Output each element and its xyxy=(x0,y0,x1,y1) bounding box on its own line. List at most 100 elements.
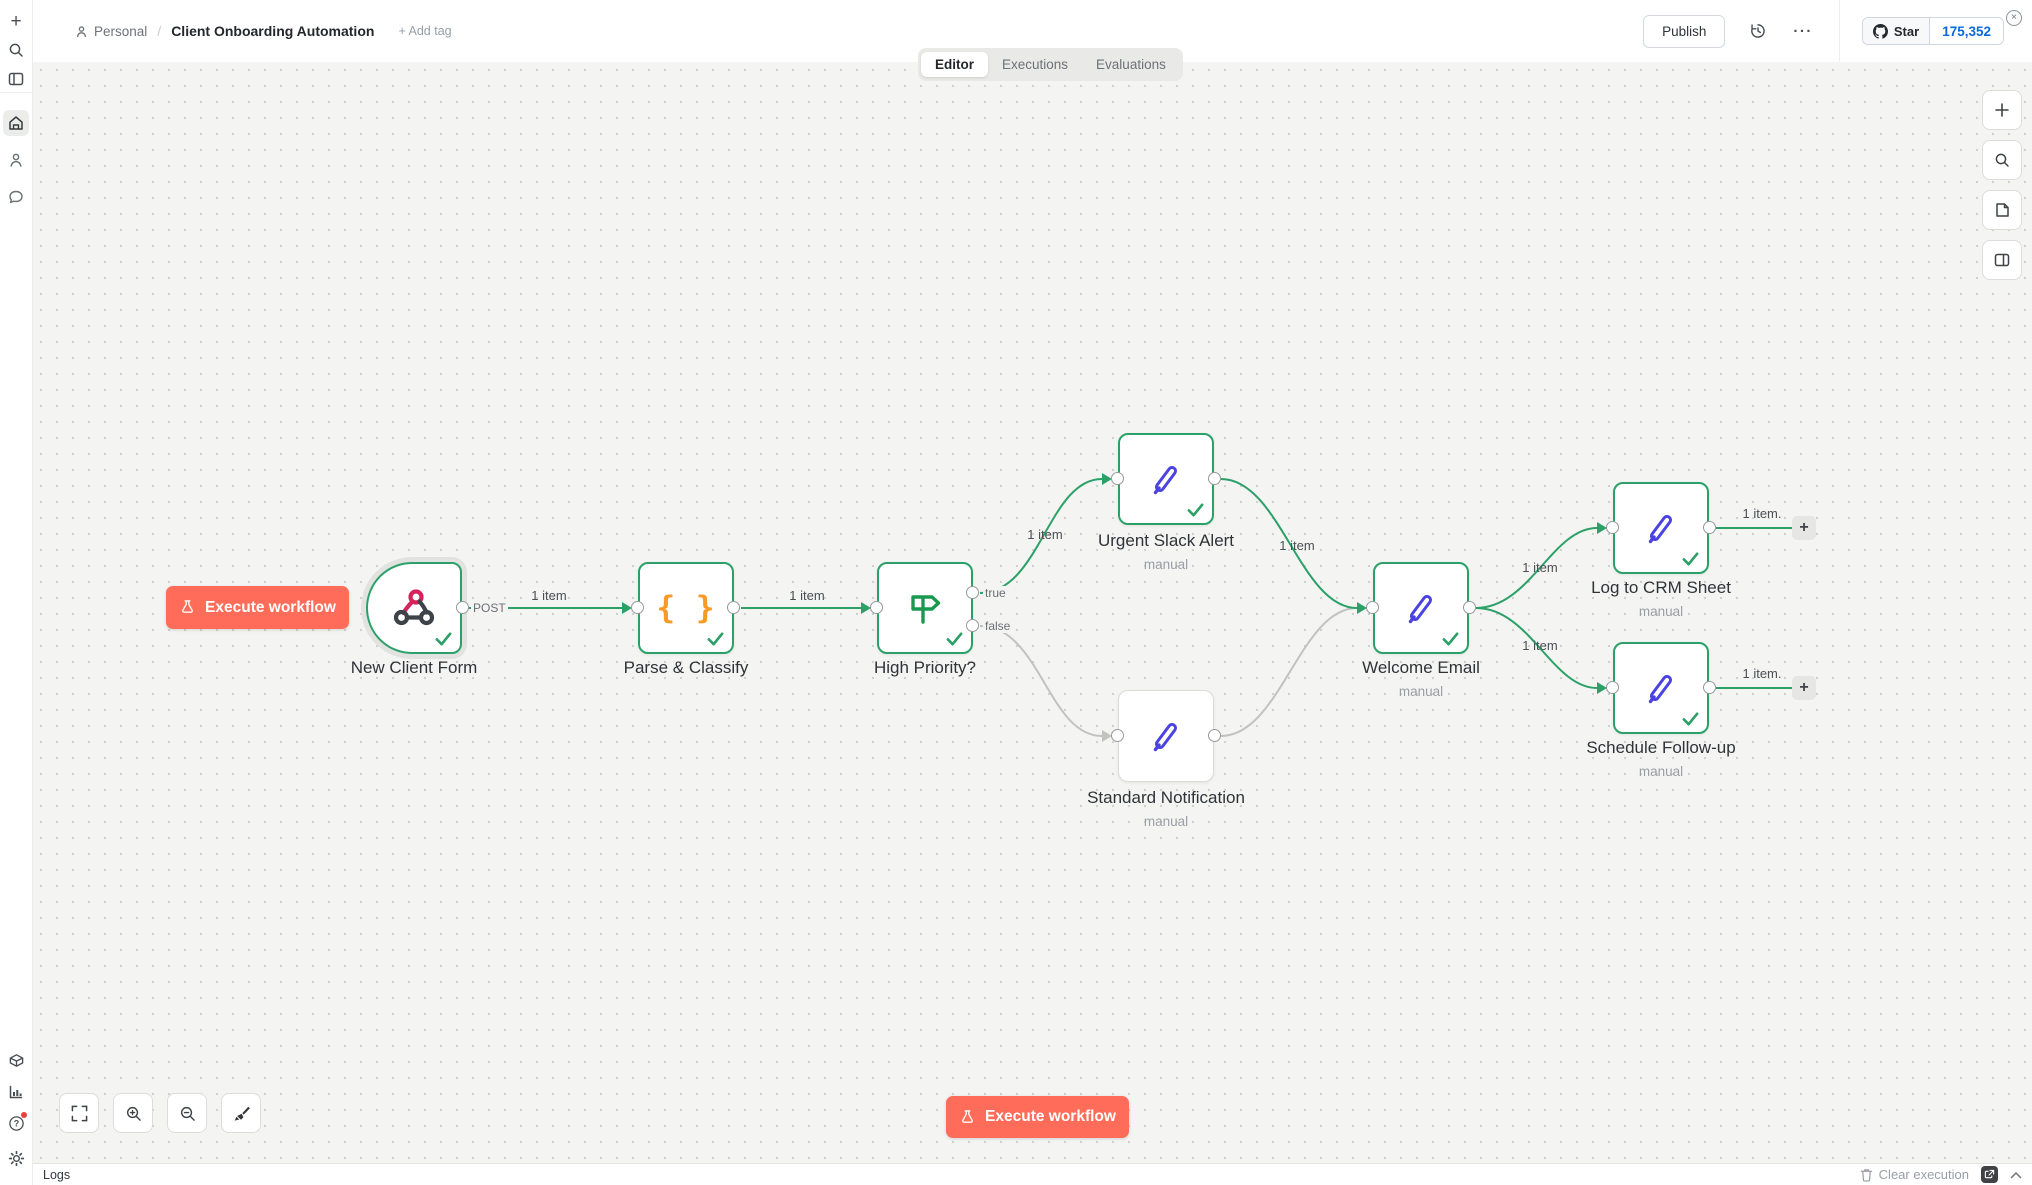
execute-workflow-label: Execute workflow xyxy=(985,1108,1116,1125)
tidy-up-button[interactable] xyxy=(221,1093,261,1133)
sidebar-item-help[interactable]: ? xyxy=(3,1110,29,1136)
execute-workflow-label: Execute workflow xyxy=(205,598,336,616)
broom-icon xyxy=(234,1106,250,1121)
zoom-out-button[interactable] xyxy=(167,1093,207,1133)
output-port[interactable] xyxy=(1208,472,1221,485)
zoom-in-button[interactable] xyxy=(113,1093,153,1133)
node-urgent-slack-alert[interactable] xyxy=(1118,433,1214,525)
add-sticky-note-button[interactable] xyxy=(1982,190,2022,230)
webhook-method-label: POST xyxy=(471,601,508,615)
node-label: High Priority? xyxy=(873,658,977,677)
popout-icon xyxy=(1984,1169,1995,1179)
node-label: Schedule Follow-up xyxy=(1586,738,1736,757)
execute-workflow-button[interactable]: Execute workflow xyxy=(946,1096,1129,1138)
node-subtitle: manual xyxy=(1143,557,1189,572)
open-logs-window-button[interactable] xyxy=(1981,1166,1998,1183)
output-false-label: false xyxy=(983,619,1013,633)
tab-editor[interactable]: Editor xyxy=(921,52,988,77)
breadcrumb-separator: / xyxy=(157,23,162,39)
history-button[interactable] xyxy=(1749,22,1767,40)
node-log-to-crm-sheet[interactable] xyxy=(1613,482,1709,574)
output-port[interactable] xyxy=(1463,601,1476,614)
plus-icon: + xyxy=(10,11,22,32)
clear-execution-button[interactable]: Clear execution xyxy=(1860,1167,1969,1182)
node-subtitle: manual xyxy=(1638,764,1684,779)
sidebar-item-chat[interactable] xyxy=(3,184,29,210)
github-star-widget[interactable]: Star 175,352 xyxy=(1861,17,2004,45)
sidebar-item-insights[interactable] xyxy=(3,1079,29,1105)
publish-button[interactable]: Publish xyxy=(1643,14,1726,48)
add-node-button[interactable]: + xyxy=(1792,676,1816,700)
node-label: Welcome Email xyxy=(1362,658,1480,677)
pen-icon xyxy=(1648,515,1672,544)
breadcrumb-project-label: Personal xyxy=(94,23,148,39)
execute-workflow-button-canvas[interactable]: Execute workflow xyxy=(166,586,349,629)
input-port[interactable] xyxy=(1111,472,1124,485)
output-port[interactable] xyxy=(1703,521,1716,534)
add-node-panel-button[interactable] xyxy=(1982,90,2022,130)
github-icon xyxy=(1872,23,1888,39)
input-port[interactable] xyxy=(631,601,644,614)
toggle-sidebar-button[interactable] xyxy=(3,66,29,92)
input-port[interactable] xyxy=(1366,601,1379,614)
search-button[interactable] xyxy=(3,37,29,63)
zoom-to-fit-button[interactable] xyxy=(59,1093,99,1133)
search-icon xyxy=(9,43,23,57)
node-standard-notification[interactable] xyxy=(1118,690,1214,782)
header-divider xyxy=(1838,0,1840,62)
more-menu-button[interactable]: ··· xyxy=(1793,22,1813,40)
tab-evaluations[interactable]: Evaluations xyxy=(1096,57,1166,72)
node-schedule-follow-up[interactable] xyxy=(1613,642,1709,734)
if-signpost-icon xyxy=(911,595,941,624)
success-check-icon xyxy=(1682,552,1699,566)
node-high-priority[interactable] xyxy=(877,562,973,654)
workflow-title[interactable]: Client Onboarding Automation xyxy=(171,23,375,39)
edge-items-label: 1 item xyxy=(531,588,567,603)
sidebar-item-personal[interactable] xyxy=(3,147,29,173)
close-icon[interactable]: × xyxy=(2006,10,2022,26)
edge-items-label: 1 item. xyxy=(1742,506,1782,521)
node-subtitle: manual xyxy=(1143,814,1189,829)
fit-view-icon xyxy=(71,1105,87,1121)
node-label: New Client Form xyxy=(350,658,478,677)
node-subtitle: manual xyxy=(1638,604,1684,619)
help-icon: ? xyxy=(8,1115,24,1131)
tab-executions[interactable]: Executions xyxy=(1002,57,1069,72)
zoom-in-icon xyxy=(126,1106,141,1121)
input-port[interactable] xyxy=(1606,521,1619,534)
output-port-false[interactable] xyxy=(966,619,979,632)
history-icon xyxy=(1751,24,1766,38)
output-port[interactable] xyxy=(456,601,469,614)
sidebar-item-overview[interactable] xyxy=(3,110,29,136)
success-check-icon xyxy=(1442,632,1459,646)
home-icon xyxy=(9,116,23,130)
panel-icon xyxy=(8,72,24,86)
toggle-logs-panel-button[interactable] xyxy=(1982,240,2022,280)
user-icon xyxy=(10,153,22,167)
bar-chart-icon xyxy=(9,1085,23,1099)
breadcrumb-project[interactable]: Personal xyxy=(75,24,147,39)
panel-right-icon xyxy=(1994,253,2010,267)
canvas-search-button[interactable] xyxy=(1982,140,2022,180)
edge-items-label: 1 item xyxy=(1522,638,1558,653)
node-parse-classify[interactable]: { } xyxy=(638,562,734,654)
output-port[interactable] xyxy=(727,601,740,614)
chevron-up-icon[interactable] xyxy=(2010,1171,2022,1179)
output-port[interactable] xyxy=(1208,729,1221,742)
add-tag-button[interactable]: + Add tag xyxy=(398,24,452,38)
svg-text:?: ? xyxy=(13,1118,18,1128)
output-port-true[interactable] xyxy=(966,586,979,599)
output-port[interactable] xyxy=(1703,681,1716,694)
new-workflow-button[interactable]: + xyxy=(3,9,29,35)
input-port[interactable] xyxy=(1606,681,1619,694)
sidebar-item-settings[interactable] xyxy=(3,1145,29,1171)
input-port[interactable] xyxy=(870,601,883,614)
node-welcome-email[interactable] xyxy=(1373,562,1469,654)
logs-label[interactable]: Logs xyxy=(43,1167,71,1182)
input-port[interactable] xyxy=(1111,729,1124,742)
pen-icon xyxy=(1153,723,1177,752)
user-icon xyxy=(76,25,87,37)
node-new-client-form[interactable] xyxy=(366,562,462,654)
sidebar-item-templates[interactable] xyxy=(3,1047,29,1073)
add-node-button[interactable]: + xyxy=(1792,516,1816,540)
